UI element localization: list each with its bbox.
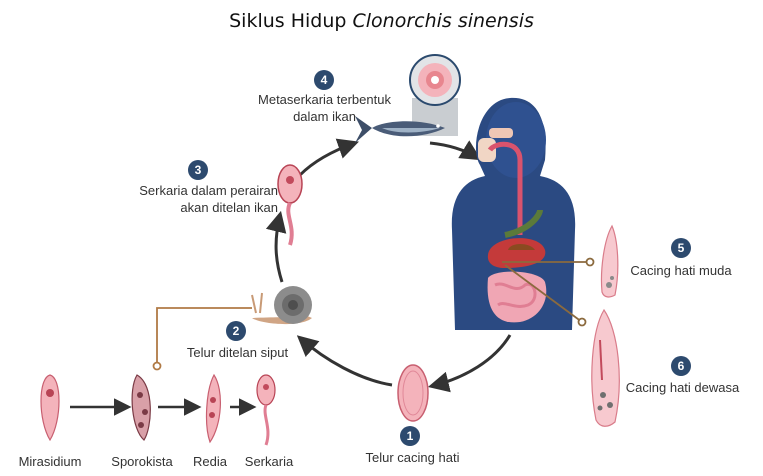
miracidium-icon: [40, 374, 60, 442]
step-5-badge: 5: [671, 238, 691, 258]
adult-worm-pointer-dot: [577, 317, 587, 327]
serkaria-icon: [256, 374, 276, 446]
snail-icon: [251, 286, 312, 325]
step-2-badge: 2: [226, 321, 246, 341]
young-worm-pointer-dot: [585, 257, 595, 267]
cercaria-icon: [277, 164, 303, 246]
stage-label-sporokista: Sporokista: [111, 454, 173, 469]
snail-pointer-dot: [152, 361, 162, 371]
human-figure: [451, 97, 576, 330]
sporocyst-icon: [131, 374, 151, 441]
step-3-label-line-2: akan ditelan ikan: [180, 200, 278, 215]
young-fluke-icon: [600, 224, 619, 298]
step-3-badge: 3: [188, 160, 208, 180]
stage-label-redia: Redia: [193, 454, 227, 469]
arrow-snail-to-cercaria: [265, 210, 287, 283]
step-4-label: Metaserkaria terbentuk dalam ikan: [242, 91, 407, 125]
stage-label-mirasidium: Mirasidium: [18, 454, 82, 469]
egg-icon: [397, 364, 429, 422]
step-1-badge: 1: [400, 426, 420, 446]
adult-worm-pointer-line: [504, 264, 583, 323]
redia-icon: [205, 373, 221, 444]
arrow-human-to-egg: [427, 334, 512, 393]
step-5-label: Cacing hati muda: [630, 263, 732, 278]
stage-label-serkaria: Serkaria: [244, 454, 294, 469]
step-6-label: Cacing hati dewasa: [625, 380, 740, 395]
step-4-badge: 4: [314, 70, 334, 90]
snail-pointer-line: [156, 307, 252, 366]
step-1-label: Telur cacing hati: [365, 450, 460, 465]
step-3-label-line-1: Serkaria dalam perairan: [139, 183, 278, 198]
arrow-fish-to-human: [429, 140, 482, 161]
adult-fluke-icon: [591, 308, 620, 427]
arrow-egg-to-snail: [296, 335, 393, 387]
step-6-badge: 6: [671, 356, 691, 376]
fish-icon: [355, 116, 445, 143]
step-3-label: Serkaria dalam perairan akan ditelan ika…: [108, 182, 278, 216]
diagram-title: Siklus Hidup Clonorchis sinensis: [229, 10, 534, 32]
arrow-cercaria-to-fish: [298, 138, 359, 177]
step-4-label-line-1: Metaserkaria terbentuk: [258, 92, 391, 107]
step-4-label-line-2: dalam ikan: [293, 109, 356, 124]
step-2-label: Telur ditelan siput: [186, 345, 289, 360]
